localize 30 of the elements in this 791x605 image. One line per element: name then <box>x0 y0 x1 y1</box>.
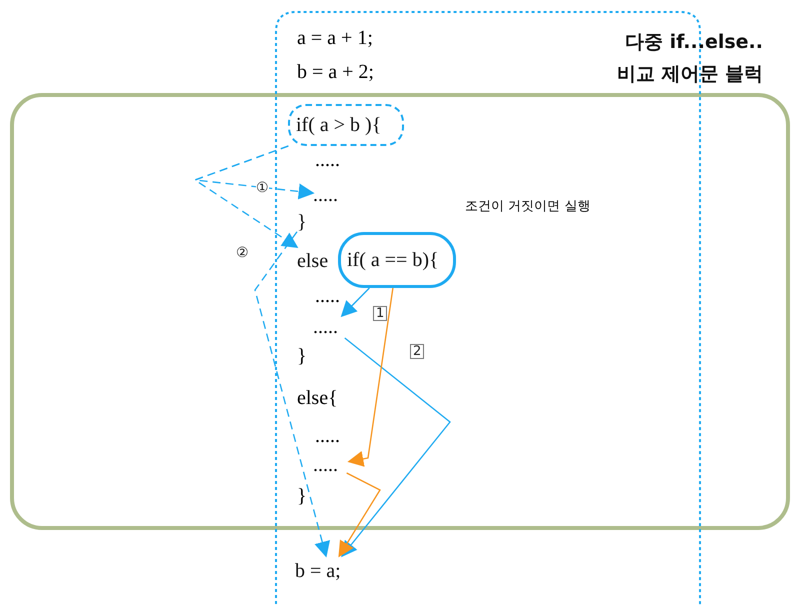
code-line: } <box>297 346 307 366</box>
edge-label: ② <box>236 246 249 260</box>
condition-outline <box>338 232 456 288</box>
arrow <box>341 338 451 558</box>
code-line: else{ <box>297 388 338 408</box>
arrow <box>338 472 381 558</box>
code-line: if( a > b ){ <box>296 115 382 135</box>
arrow <box>254 231 330 558</box>
code-line: } <box>297 486 307 506</box>
arrow <box>194 145 298 248</box>
arrow <box>340 288 370 318</box>
code-line: ..... <box>315 286 340 306</box>
arrow <box>347 288 394 467</box>
code-line: if( a == b){ <box>347 250 439 270</box>
code-line: ..... <box>313 317 338 337</box>
condition-outline <box>288 104 404 146</box>
edge-label: ① <box>256 181 269 195</box>
note-text: 조건이 거짓이면 실행 <box>465 200 590 213</box>
code-line: ..... <box>315 150 340 170</box>
code-line: ..... <box>313 455 338 475</box>
code-line: } <box>297 212 307 232</box>
title: 다중 if...else.. 비교 제어문 블럭 <box>616 30 763 87</box>
code-line: ..... <box>315 426 340 446</box>
code-line: else <box>297 251 328 271</box>
edge-label: 2 <box>410 344 424 359</box>
code-line: b = a; <box>295 561 341 581</box>
code-line: ..... <box>313 185 338 205</box>
code-line: b = a + 2; <box>297 62 374 82</box>
code-line: a = a + 1; <box>297 28 373 48</box>
edge-label: 1 <box>373 306 388 321</box>
